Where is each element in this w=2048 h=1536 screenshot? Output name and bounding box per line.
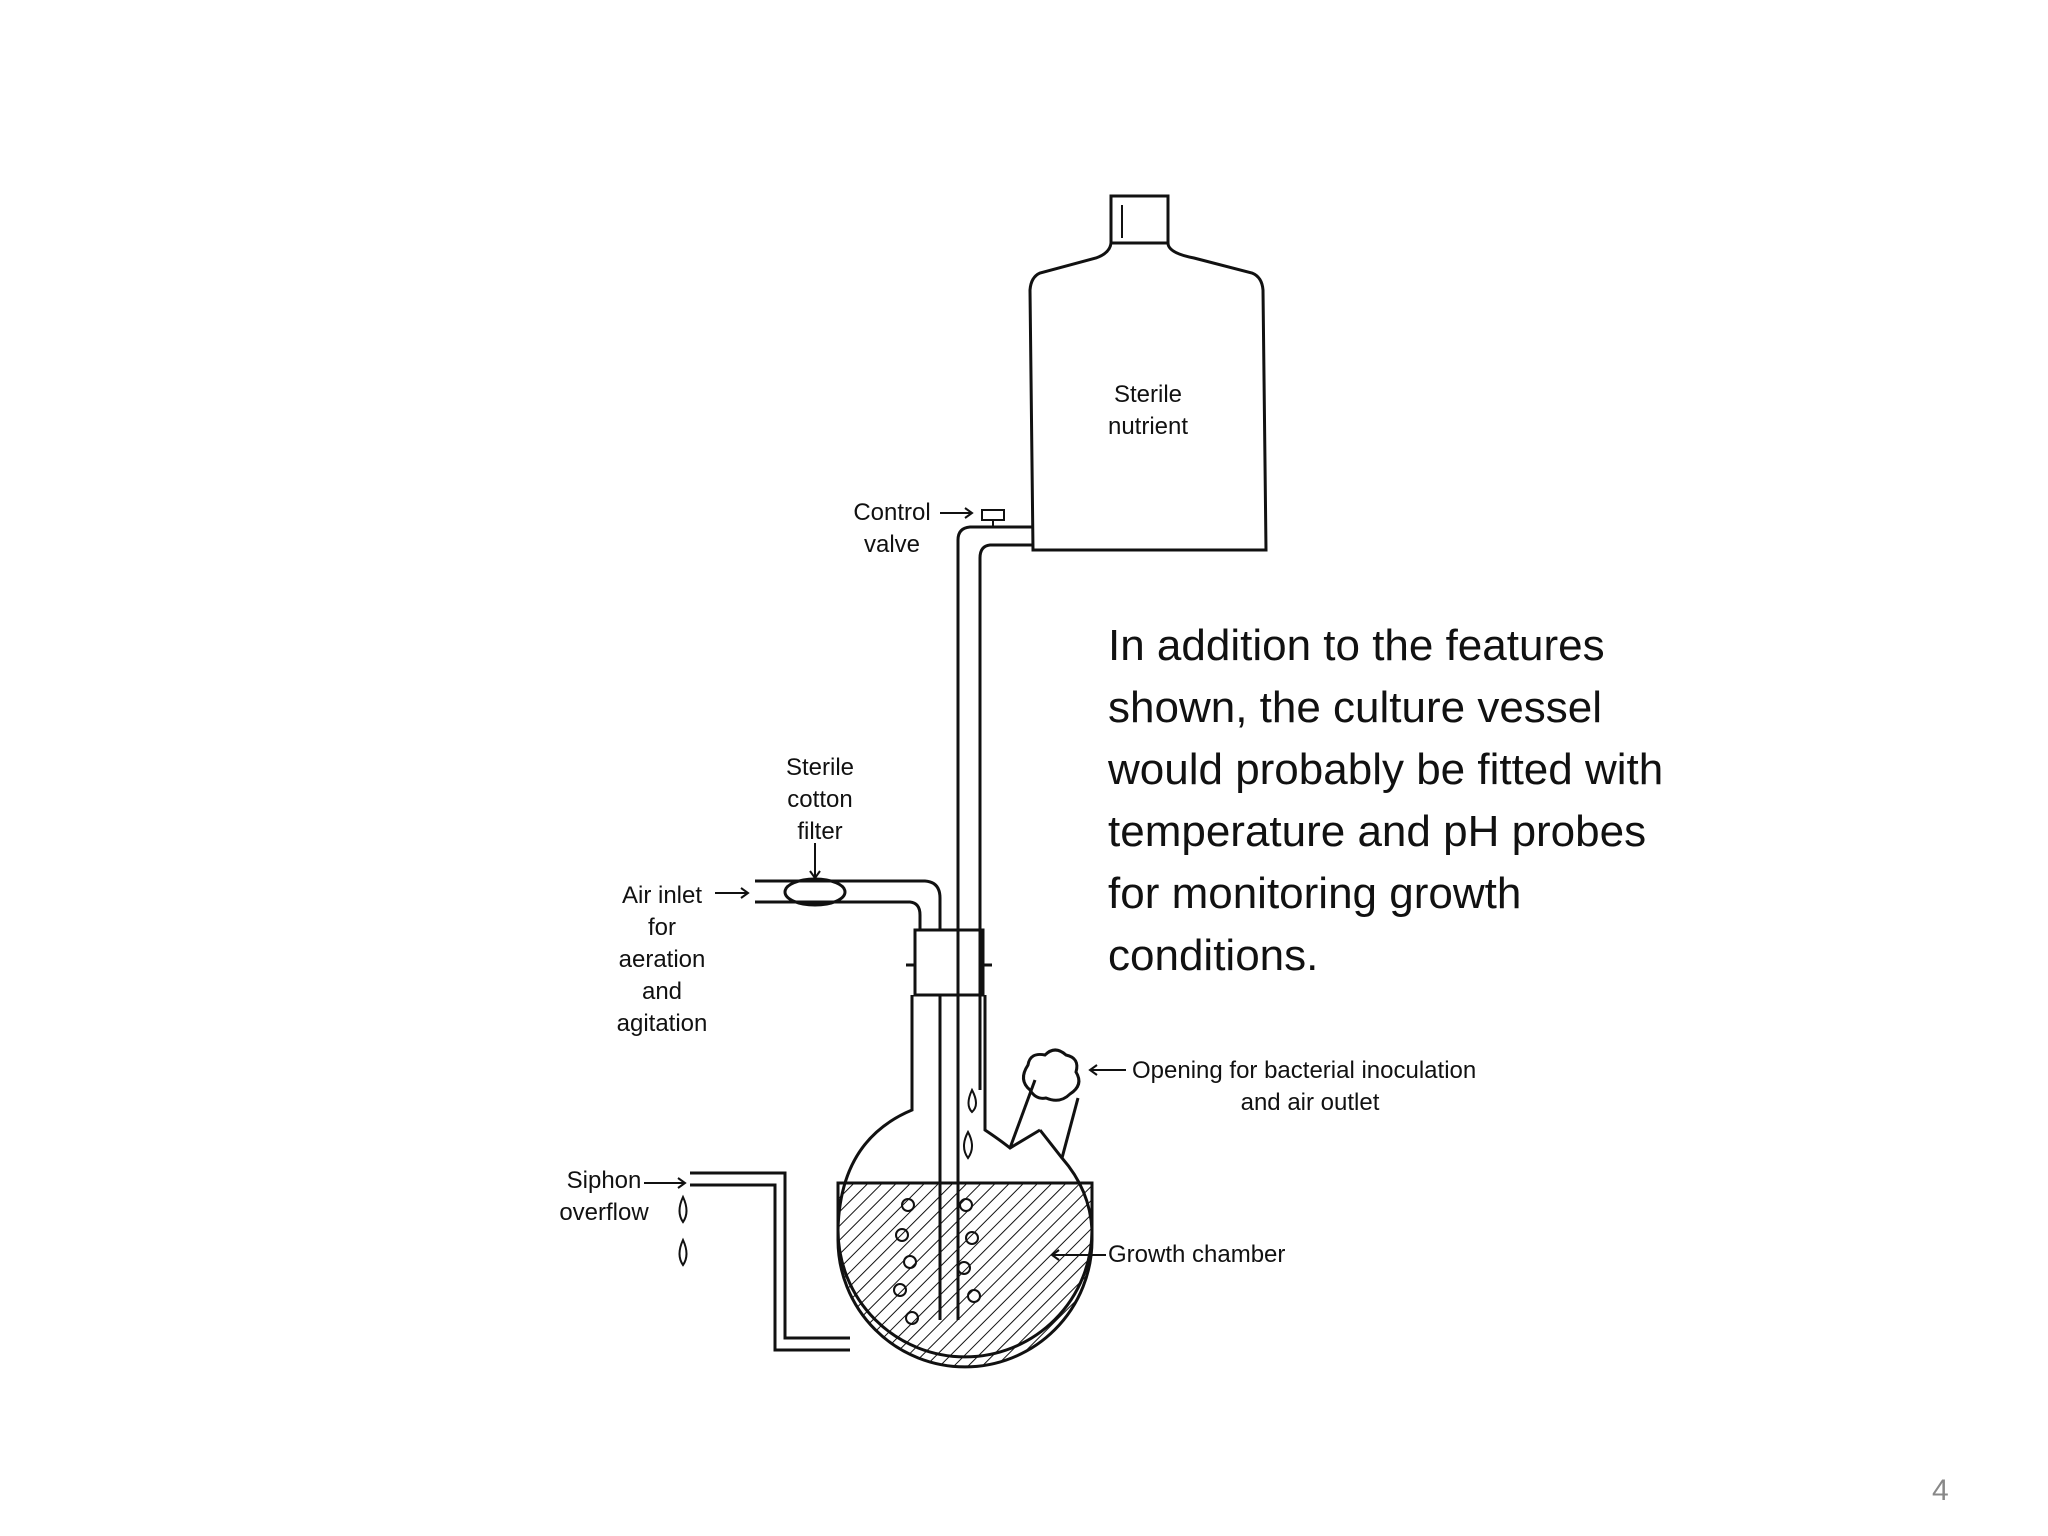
svg-text:Air inlet: Air inlet — [622, 882, 702, 909]
svg-text:for: for — [648, 914, 676, 941]
growth-flask — [836, 995, 1094, 1369]
svg-text:Sterile: Sterile — [1114, 381, 1182, 408]
svg-text:cotton: cotton — [787, 786, 852, 813]
svg-text:and: and — [642, 978, 682, 1005]
air-inlet-pipe — [755, 877, 942, 930]
svg-text:aeration: aeration — [619, 946, 706, 973]
svg-text:filter: filter — [797, 818, 842, 845]
label-air-inlet: Air inlet for aeration and agitation — [617, 882, 708, 1037]
svg-text:nutrient: nutrient — [1108, 413, 1188, 440]
svg-text:Control: Control — [853, 499, 930, 526]
svg-text:agitation: agitation — [617, 1010, 708, 1037]
callout-text: In addition to the features shown, the c… — [1108, 621, 1664, 980]
svg-text:overflow: overflow — [559, 1199, 649, 1226]
label-sterile-nutrient: Sterile nutrient — [1108, 381, 1188, 440]
nutrient-bottle — [1028, 194, 1268, 552]
pointer-lines — [644, 507, 1126, 1261]
cotton-plug — [1022, 1048, 1081, 1102]
label-sterile-cotton-filter: Sterile cotton filter — [786, 754, 854, 845]
svg-text:valve: valve — [864, 531, 920, 558]
label-opening: Opening for bacterial inoculation and ai… — [1132, 1057, 1476, 1116]
svg-text:Siphon: Siphon — [567, 1167, 642, 1194]
siphon-overflow — [678, 1171, 850, 1352]
label-siphon-overflow: Siphon overflow — [559, 1167, 649, 1226]
control-valve — [956, 509, 1033, 1320]
svg-text:Sterile: Sterile — [786, 754, 854, 781]
label-growth-chamber: Growth chamber — [1108, 1241, 1285, 1268]
svg-text:and air outlet: and air outlet — [1241, 1089, 1380, 1116]
stopper — [906, 928, 992, 997]
svg-text:Opening for bacterial inoculat: Opening for bacterial inoculation — [1132, 1057, 1476, 1084]
page-number: 4 — [1932, 1474, 1949, 1507]
label-control-valve: Control valve — [853, 499, 930, 558]
